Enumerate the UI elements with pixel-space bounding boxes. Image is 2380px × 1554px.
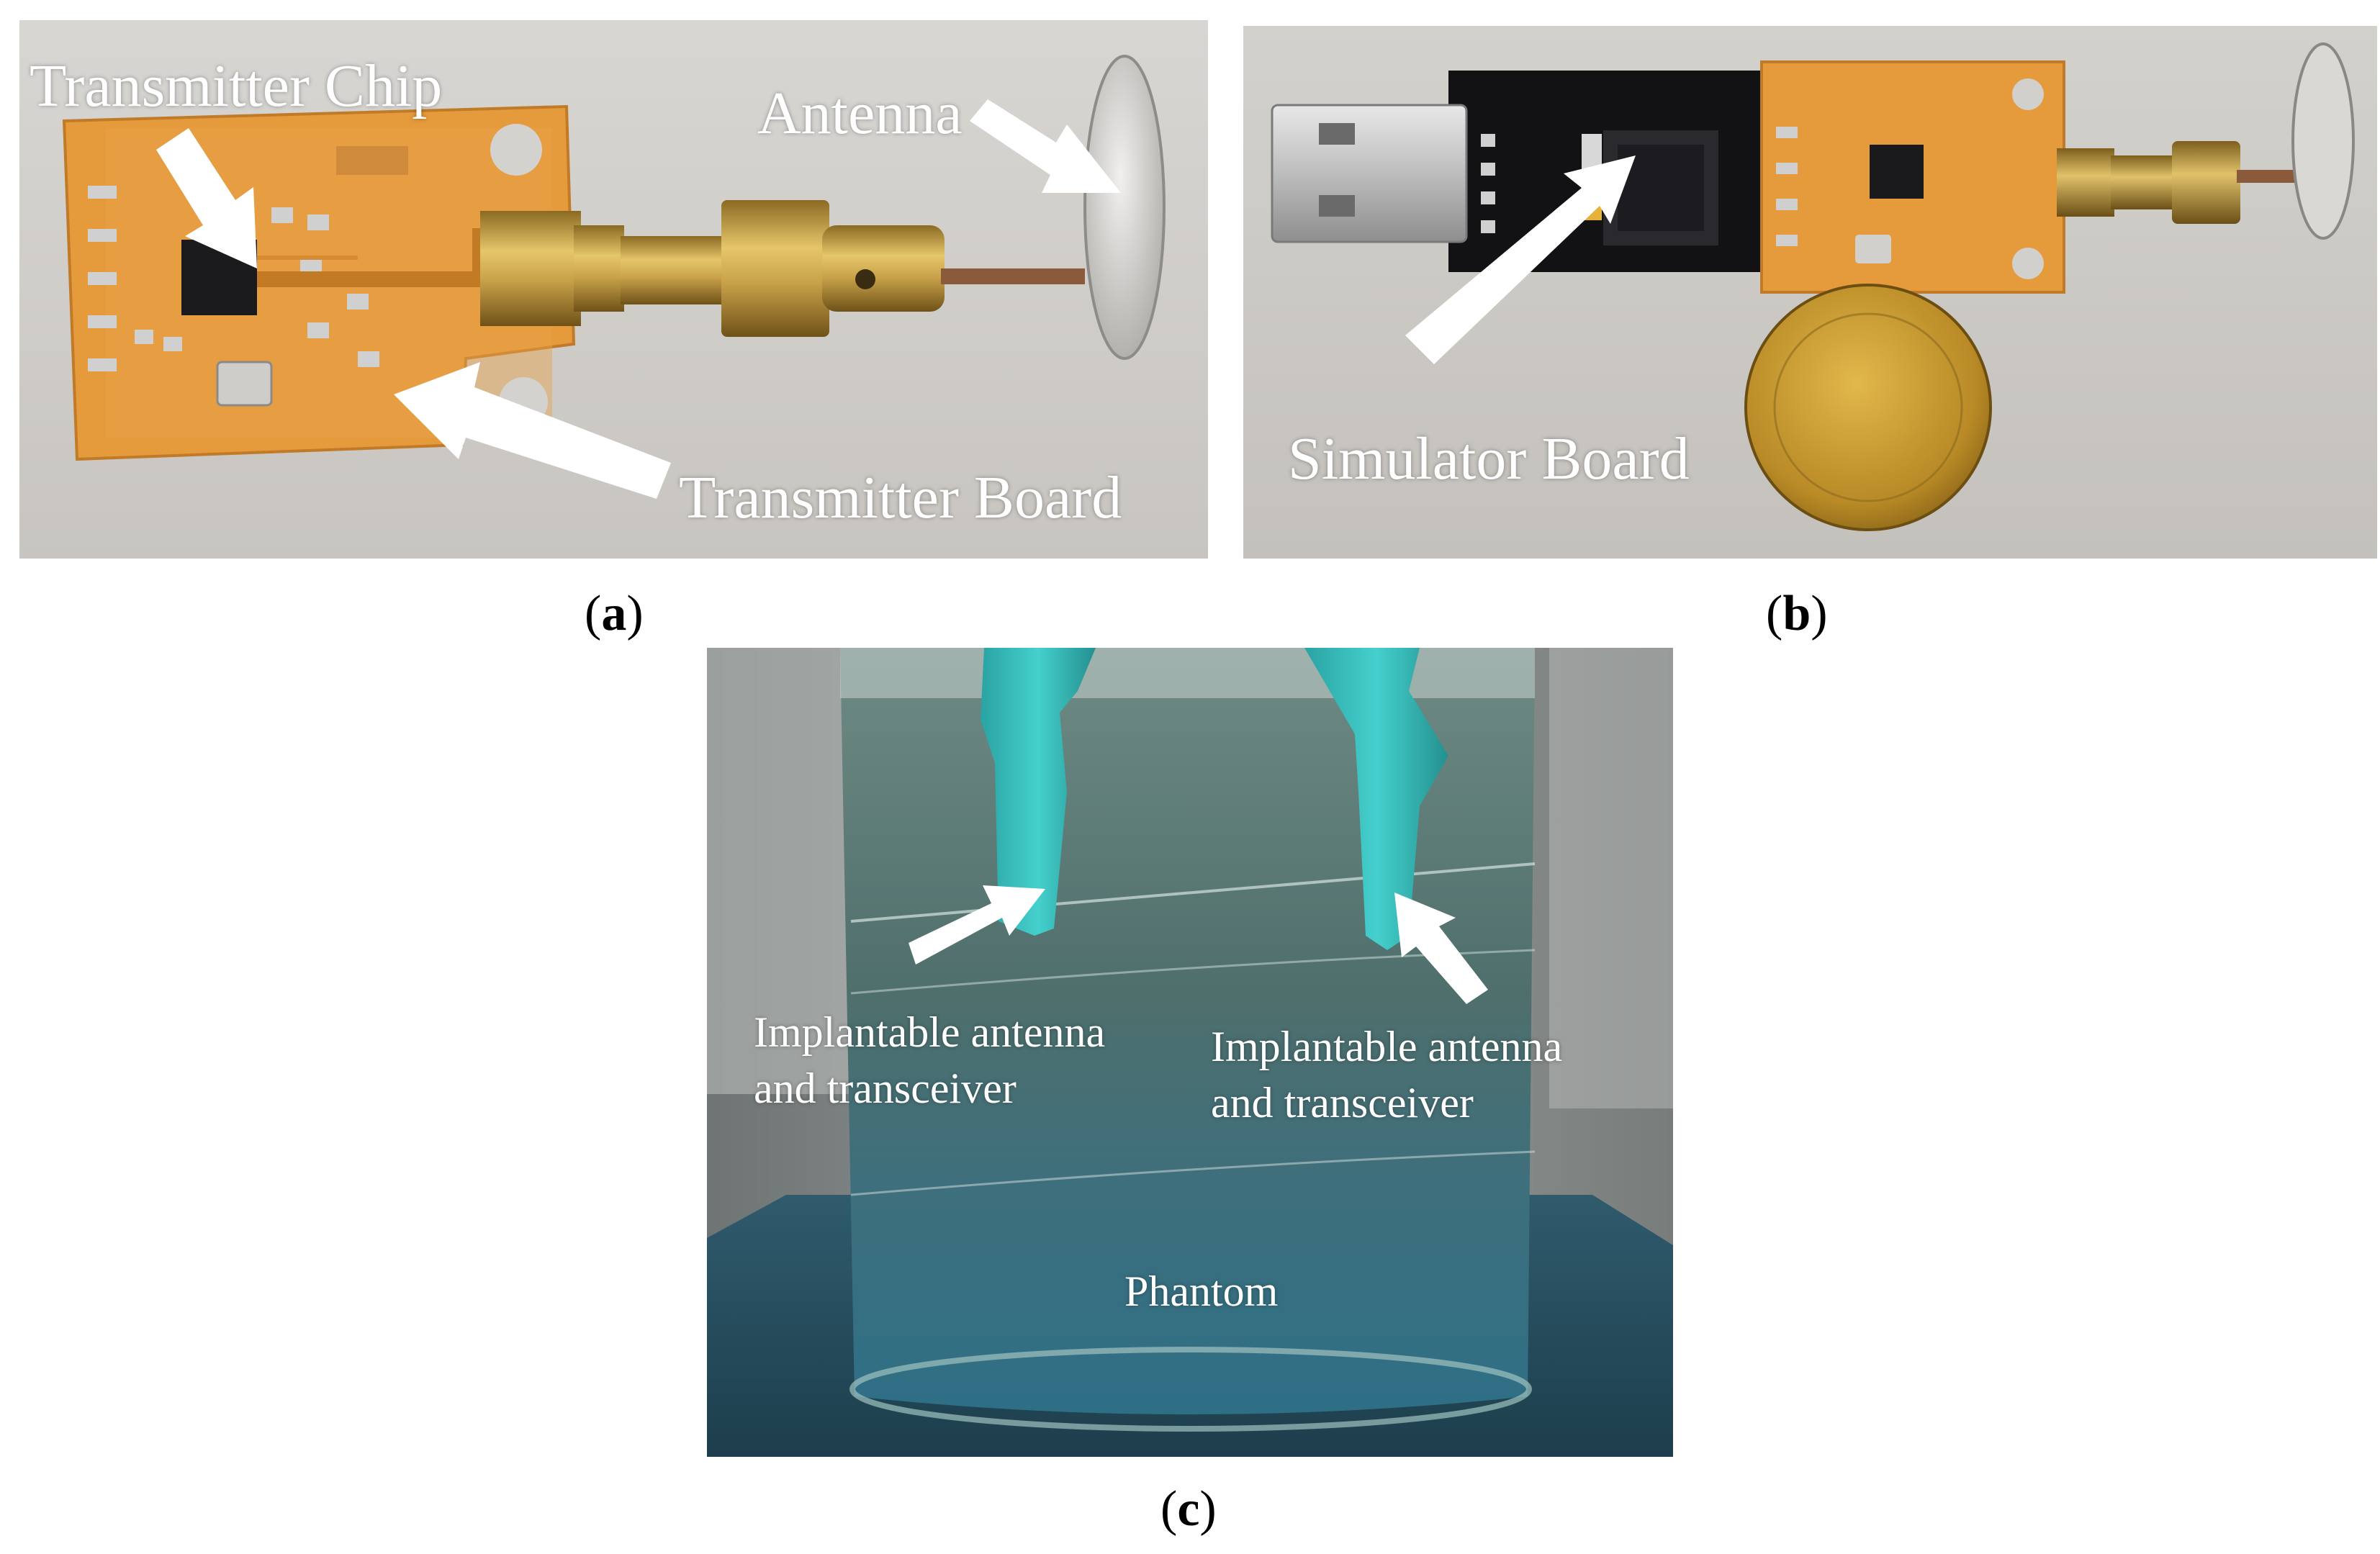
sma-connector <box>480 200 1085 337</box>
simulator-board-photo <box>1243 26 2377 559</box>
antenna-disc <box>2291 42 2355 240</box>
label-transmitter-board: Transmitter Board <box>679 464 1122 531</box>
white-arrow-icon <box>909 885 1488 1004</box>
transmitter-board-photo <box>19 20 1208 559</box>
white-arrow-icon <box>1405 155 1636 364</box>
label-phantom: Phantom <box>1124 1268 1279 1315</box>
implant-left <box>981 648 1096 936</box>
usb-plug-icon <box>1271 104 1468 243</box>
photo-panel-c: Implantable antenna and transceiver Impl… <box>707 648 1673 1457</box>
euro-coin-icon <box>1744 284 1992 531</box>
label-simulator-board: Simulator Board <box>1288 425 1690 492</box>
phantom-setup-photo <box>707 648 1673 1457</box>
photo-panel-b: Simulator Board <box>1243 26 2377 559</box>
white-arrow-icon <box>156 99 1121 499</box>
label-implant-right: Implantable antenna and transceiver <box>1211 1023 1563 1126</box>
label-antenna: Antenna <box>757 80 963 147</box>
label-transmitter-chip: Transmitter Chip <box>30 53 443 119</box>
implant-right <box>1304 648 1448 950</box>
caption-b: (b) <box>1766 586 1828 641</box>
caption-c: (c) <box>1160 1481 1217 1537</box>
antenna-disc <box>1083 55 1166 360</box>
label-implant-left: Implantable antenna and transceiver <box>754 1008 1106 1112</box>
photo-panel-a: Transmitter Chip Antenna Transmitter Boa… <box>19 20 1208 559</box>
caption-a: (a) <box>585 586 644 641</box>
